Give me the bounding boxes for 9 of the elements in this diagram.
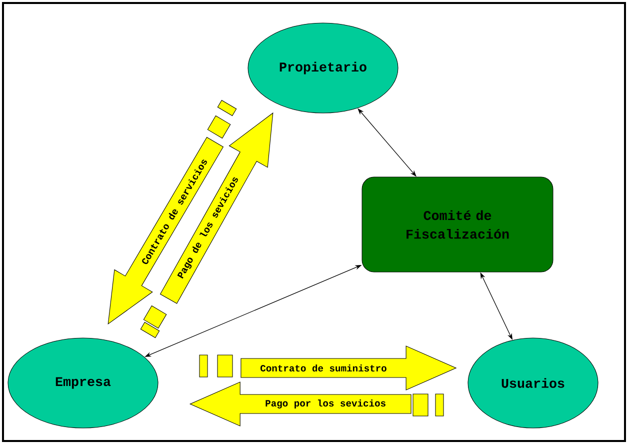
block-arrow [189,382,412,426]
ellipse-node: Empresa [8,338,158,428]
ellipse-node: Propietario [248,22,398,114]
edge-label: Contrato de suministro [260,364,386,372]
process-box: Comité de Fiscalización [362,176,554,272]
block-arrow [160,112,274,304]
block-arrow [240,346,457,390]
ellipse-node: Usuarios [468,338,598,428]
edge-label: Pago por los sevicios [266,400,386,408]
